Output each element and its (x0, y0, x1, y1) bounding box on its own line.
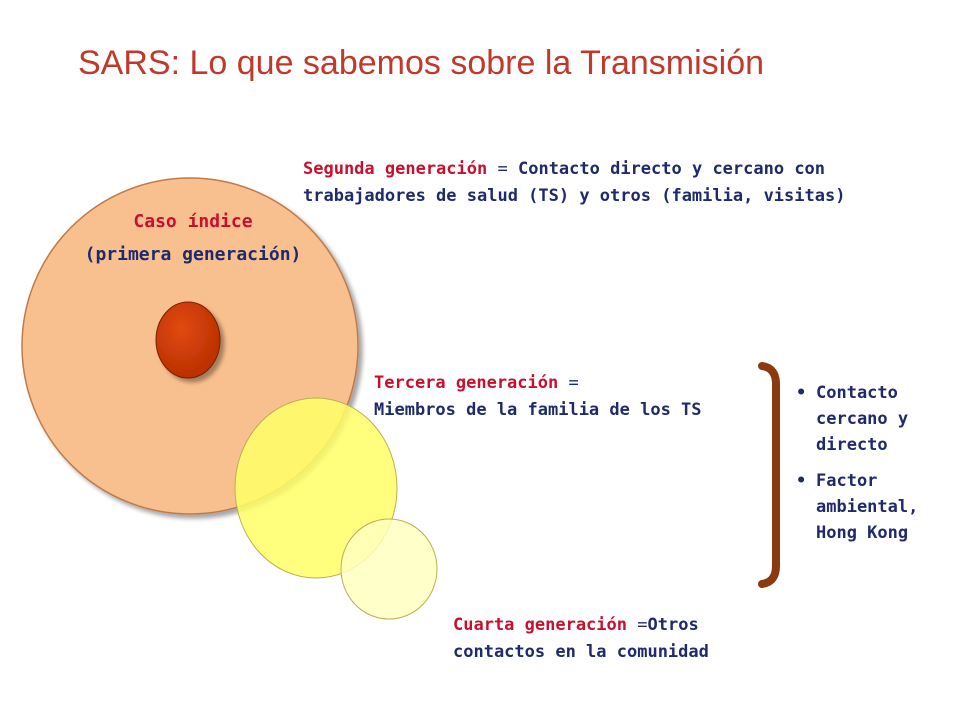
index-case-core (155, 301, 221, 379)
third-generation-label: Tercera generación = Miembros de la fami… (374, 370, 702, 424)
second-generation-desc-1: Contacto directo y cercano con (517, 159, 826, 179)
third-generation-name: Tercera generación (374, 373, 559, 393)
list-item: • Contacto cercano y directo (796, 380, 960, 458)
transmission-factors-list: • Contacto cercano y directo • Factor am… (796, 380, 960, 556)
third-generation-desc: Miembros de la familia de los TS (374, 400, 702, 420)
index-case-label: Caso índice (primera generación) (48, 205, 338, 271)
index-case-subtitle: (primera generación) (84, 244, 302, 265)
fourth-generation-circle (340, 518, 438, 620)
bullet-dot: • (796, 383, 807, 403)
second-generation-equals: = (497, 159, 508, 179)
fourth-generation-label: Cuarta generación =Otros contactos en la… (453, 612, 709, 666)
second-generation-desc-2: trabajadores de salud (TS) y otros (fami… (303, 186, 846, 206)
second-generation-label: Segunda generación = Contacto directo y … (303, 156, 845, 210)
slide-title: SARS: Lo que sabemos sobre la Transmisió… (78, 44, 765, 82)
grouping-bracket (758, 362, 780, 588)
bullet-dot: • (796, 471, 807, 491)
list-item: • Factor ambiental, Hong Kong (796, 468, 960, 546)
factor-environmental: Factor ambiental, Hong Kong (816, 471, 919, 543)
third-generation-equals: = (568, 373, 579, 393)
index-case-title: Caso índice (133, 211, 253, 232)
fourth-generation-equals: = (637, 615, 648, 635)
factor-close-contact: Contacto cercano y directo (816, 383, 909, 455)
second-generation-name: Segunda generación (303, 159, 488, 179)
fourth-generation-name: Cuarta generación (453, 615, 627, 635)
fourth-generation-desc-2: contactos en la comunidad (453, 642, 709, 662)
fourth-generation-desc-1: Otros (647, 615, 699, 635)
